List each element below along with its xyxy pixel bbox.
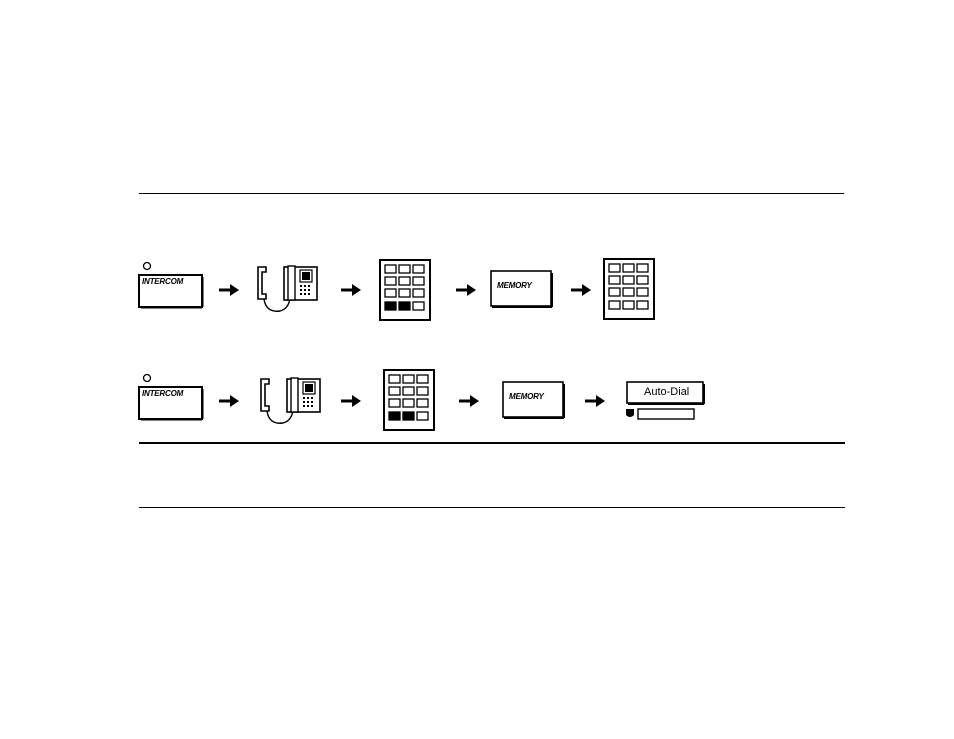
dial-pad-icon [383,369,437,433]
dial-pad-icon [603,258,657,322]
handset-lift-step [258,376,322,428]
memory-button-step: MEMORY [490,270,554,310]
arrow [218,283,240,301]
memory-label: MEMORY [497,281,532,290]
intercom-label: INTERCOM [142,277,183,286]
intercom-button-step: INTERCOM [138,372,204,422]
memory-button-icon [502,381,566,421]
memory-button-step: MEMORY [502,381,566,421]
memory-label: MEMORY [509,392,544,401]
arrow [458,394,480,412]
dial-pad-step [383,369,437,433]
dial-pad-step [379,259,433,323]
arrow [218,394,240,412]
top-divider [139,193,844,194]
intercom-label: INTERCOM [142,389,183,398]
arrow [340,283,362,301]
arrow [455,283,477,301]
arrow [584,394,606,412]
phone-handset-icon [255,264,319,316]
phone-handset-icon [258,376,322,428]
autodial-button-step: Auto-Dial [624,381,708,423]
dial-pad-icon [379,259,433,323]
bottom-divider [139,507,845,508]
memory-button-icon [490,270,554,310]
dial-pad-step [603,258,657,322]
intercom-button-step: INTERCOM [138,260,204,310]
autodial-label: Auto-Dial [644,386,689,398]
arrow [570,283,592,301]
middle-divider [139,442,845,444]
arrow [340,394,362,412]
handset-lift-step [255,264,319,316]
